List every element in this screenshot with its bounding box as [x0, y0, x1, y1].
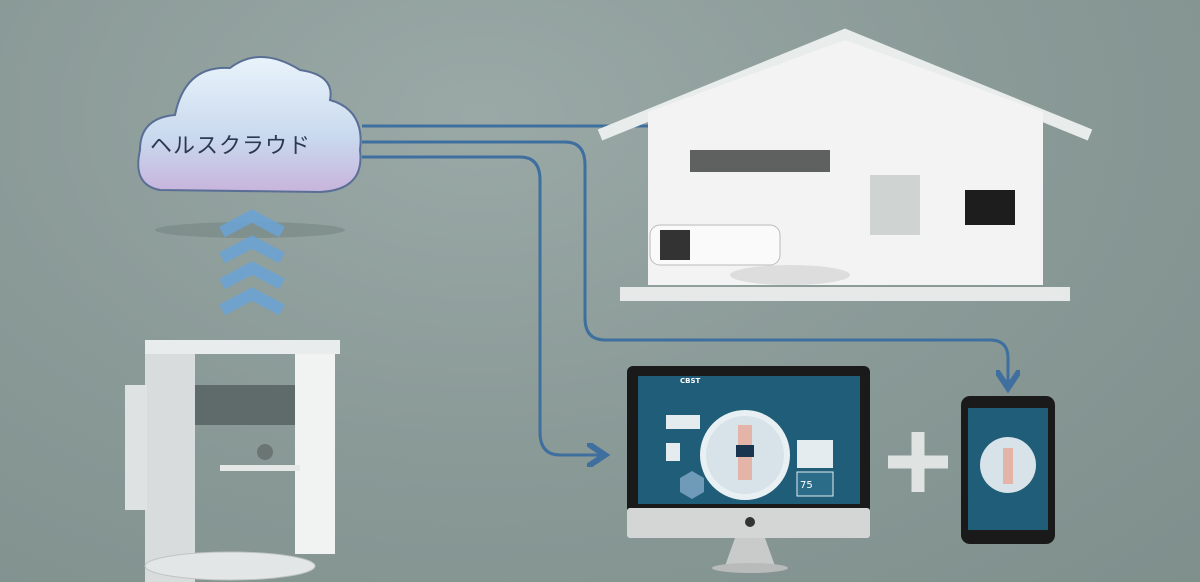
cloud-label: ヘルスクラウド: [150, 134, 312, 159]
tablet-device: [961, 396, 1055, 544]
heart-rate-value: 75: [800, 480, 813, 491]
health-scanner-booth: [125, 340, 340, 582]
house-illustration: [597, 28, 1093, 301]
plus-icon: [888, 432, 948, 492]
cloud-icon: [137, 56, 362, 238]
desktop-monitor: [627, 366, 870, 573]
screen-logo-text: CBST: [680, 377, 701, 385]
upload-chevrons-icon: [219, 209, 285, 316]
